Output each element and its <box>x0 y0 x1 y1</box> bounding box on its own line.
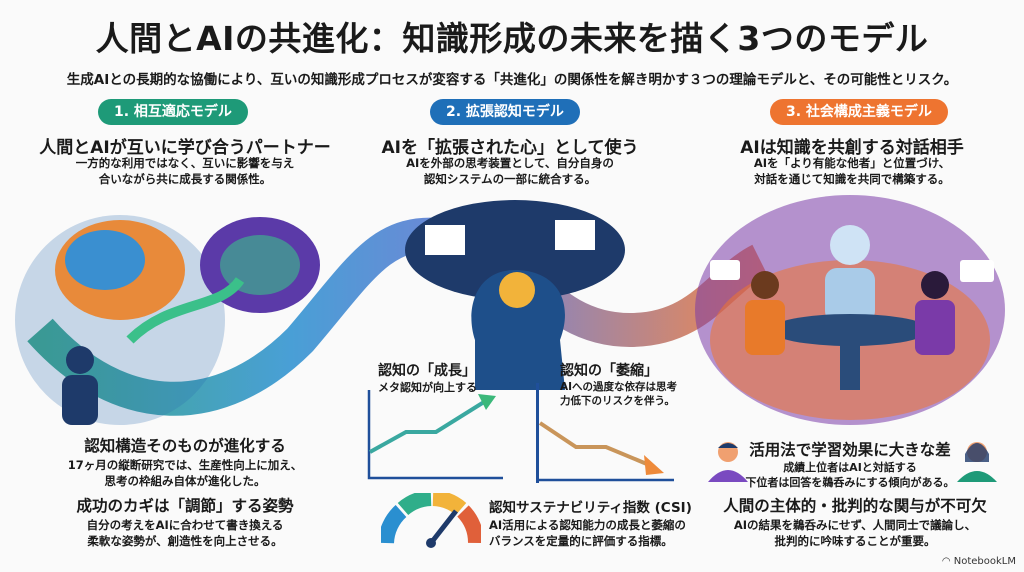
growth-chart-icon <box>367 390 503 480</box>
right-desc-1b: 下位者は回答を鵜呑みにする傾向がある。 <box>745 476 955 489</box>
model-3-heading: AIは知識を共創する対話相手 <box>740 138 964 158</box>
model-2-pill: 2. 拡張認知モデル <box>430 99 580 125</box>
growth-title: 認知の「成長」 <box>378 363 476 379</box>
right-desc-2b: 批判的に吟味することが重要。 <box>774 534 936 548</box>
right-desc-1a: 成績上位者はAIと対話する <box>783 461 917 474</box>
cloud-head-illustration <box>405 200 625 390</box>
atrophy-desc-2: 力低下のリスクを伴う。 <box>560 395 675 407</box>
model-1-heading: 人間とAIが互いに学び合うパートナー <box>39 138 331 158</box>
left-desc-1b: 思考の枠組み自体が進化した。 <box>104 474 266 488</box>
brand-watermark: ◠ NotebookLM <box>942 556 1016 567</box>
notebooklm-logo-icon: ◠ <box>941 556 954 567</box>
brand-label: NotebookLM <box>953 556 1016 567</box>
model-2-desc-2: 認知システムの一部に統合する。 <box>423 172 597 186</box>
atrophy-desc-1: AIへの過度な依存は思考 <box>560 381 678 393</box>
model-3-pill: 3. 社会構成主義モデル <box>770 99 948 125</box>
atrophy-chart-axis <box>536 383 539 483</box>
csi-desc-2: バランスを定量的に評価する指標。 <box>489 534 673 548</box>
brains-illustration <box>15 215 320 425</box>
right-heading-1: 活用法で学習効果に大きな差 <box>749 441 951 459</box>
female-student-icon <box>957 442 997 482</box>
right-heading-2: 人間の主体的・批判的な関与が不可欠 <box>723 497 987 515</box>
csi-gauge-icon <box>381 493 481 548</box>
left-desc-2b: 柔軟な姿勢が、創造性を向上させる。 <box>87 534 283 548</box>
model-1-pill: 1. 相互適応モデル <box>98 99 248 125</box>
left-desc-2a: 自分の考えをAIに合わせて書き換える <box>86 518 284 532</box>
left-heading-2: 成功のカギは「調節」する姿勢 <box>76 497 294 515</box>
model-3-desc-2: 対話を通じて知識を共同で構築する。 <box>754 172 950 186</box>
dialogue-scene-illustration <box>695 195 1005 425</box>
model-1-desc-1: 一方的な利用ではなく、互いに影響を与え <box>75 156 295 170</box>
csi-title: 認知サステナビリティ指数 (CSI) <box>489 500 692 516</box>
left-heading-1: 認知構造そのものが進化する <box>84 437 286 455</box>
atrophy-chart-icon <box>537 421 674 482</box>
csi-desc-1: AI活用による認知能力の成長と萎縮の <box>489 518 686 532</box>
page-title: 人間とAIの共進化：知識形成の未来を描く3つのモデル <box>95 19 929 58</box>
growth-desc: メタ認知が向上する <box>378 381 477 394</box>
model-1-desc-2: 合いながら共に成長する関係性。 <box>98 172 272 186</box>
model-3-desc-1: AIを「より有能な他者」と位置づけ、 <box>753 156 951 170</box>
male-student-icon <box>708 442 748 482</box>
left-desc-1a: 17ヶ月の縦断研究では、生産性向上に加え、 <box>67 458 303 472</box>
model-2-desc-1: AIを外部の思考装置として、自分自身の <box>406 156 614 170</box>
model-2-heading: AIを「拡張された心」として使う <box>381 138 639 158</box>
atrophy-title: 認知の「萎縮」 <box>560 363 658 379</box>
right-desc-2a: AIの結果を鵜呑みにせず、人間同士で議論し、 <box>733 518 977 532</box>
page-subtitle: 生成AIとの長期的な協働により、互いの知識形成プロセスが変容する「共進化」の関係… <box>66 72 958 88</box>
